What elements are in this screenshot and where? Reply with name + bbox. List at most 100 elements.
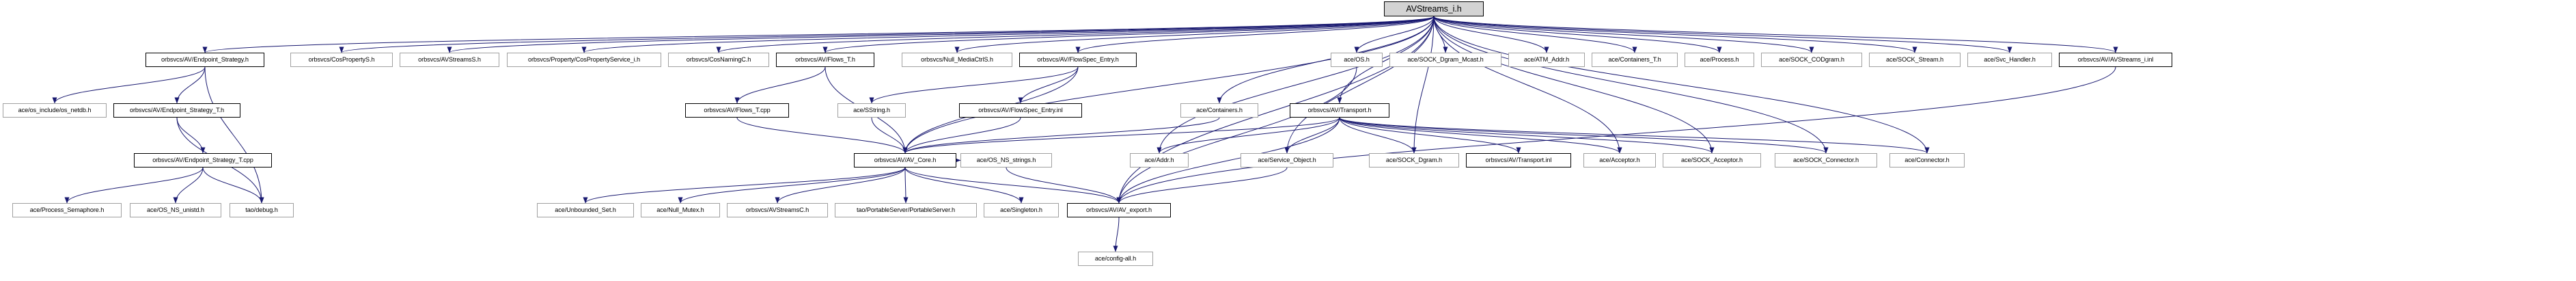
graph-node-orbsvcs-cospropertys-h[interactable]: orbsvcs/CosPropertyS.h	[290, 53, 393, 67]
edge-group	[52, 16, 2118, 252]
graph-edge	[902, 16, 1435, 154]
graph-node-orbsvcs-av-endpoint-strategy-t-h[interactable]: orbsvcs/AV/Endpoint_Strategy_T.h	[113, 103, 240, 118]
graph-node-tao-portableserver-portableserver-h[interactable]: tao/PortableServer/PortableServer.h	[835, 203, 977, 217]
graph-node-label: ace/Unbounded_Set.h	[555, 206, 616, 213]
graph-node-orbsvcs-property-cospropertyservice-i-h[interactable]: orbsvcs/Property/CosPropertyService_i.h	[507, 53, 661, 67]
graph-node-label: ace/SOCK_Connector.h	[1792, 156, 1859, 163]
graph-edge	[52, 66, 206, 104]
graph-node-avstreams-i-h[interactable]: AVStreams_i.h	[1384, 1, 1484, 16]
graph-node-label: orbsvcs/AV/AVStreams_i.inl	[2077, 55, 2154, 63]
graph-node-ace-singleton-h[interactable]: ace/Singleton.h	[984, 203, 1059, 217]
graph-edge	[1116, 66, 2116, 204]
graph-node-orbsvcs-av-avstreams-i-inl[interactable]: orbsvcs/AV/AVStreams_i.inl	[2059, 53, 2172, 67]
graph-node-label: orbsvcs/CosPropertyS.h	[308, 55, 375, 63]
graph-node-label: ace/ATM_Addr.h	[1523, 55, 1570, 63]
graph-node-orbsvcs-avstreamsc-h[interactable]: orbsvcs/AVStreamsC.h	[727, 203, 828, 217]
graph-node-ace-sock-connector-h[interactable]: ace/SOCK_Connector.h	[1775, 153, 1877, 168]
graph-edge	[1433, 16, 2118, 53]
graph-node-label: orbsvcs/AV/Flows_T.cpp	[704, 106, 771, 113]
graph-node-label: ace/Containers_T.h	[1608, 55, 1661, 63]
graph-edge	[1339, 117, 1417, 154]
graph-node-label: ace/Process_Semaphore.h	[29, 206, 105, 213]
graph-edge	[1433, 16, 1715, 154]
graph-node-label: orbsvcs/AV/Flows_T.h	[795, 55, 855, 63]
graph-edge	[1116, 66, 1357, 204]
graph-node-ace-connector-h[interactable]: ace/Connector.h	[1889, 153, 1965, 168]
graph-node-orbsvcs-cosnamingc-h[interactable]: orbsvcs/CosNamingC.h	[668, 53, 769, 67]
graph-node-ace-svc-handler-h[interactable]: ace/Svc_Handler.h	[1967, 53, 2052, 67]
graph-node-ace-atm-addr-h[interactable]: ace/ATM_Addr.h	[1508, 53, 1585, 67]
graph-edge	[871, 117, 908, 154]
graph-node-label: ace/Service_Object.h	[1258, 156, 1316, 163]
graph-edge	[736, 117, 908, 154]
graph-node-label: ace/Svc_Handler.h	[1984, 55, 2036, 63]
graph-node-orbsvcs-av-transport-inl[interactable]: orbsvcs/AV/Transport.inl	[1466, 153, 1571, 168]
graph-node-orbsvcs-av-av-core-h[interactable]: orbsvcs/AV/AV_Core.h	[854, 153, 956, 168]
graph-edge	[902, 117, 1220, 154]
graph-edge	[1339, 117, 1930, 154]
graph-edge	[904, 167, 1024, 204]
graph-node-label: orbsvcs/AV/AV_Core.h	[874, 156, 937, 163]
graph-node-ace-process-h[interactable]: ace/Process.h	[1685, 53, 1754, 67]
graph-edge	[678, 167, 906, 204]
graph-node-ace-addr-h[interactable]: ace/Addr.h	[1130, 153, 1189, 168]
graph-edge	[581, 16, 1435, 53]
graph-edge	[1433, 16, 1622, 154]
graph-node-orbsvcs-av-flowspec-entry-inl[interactable]: orbsvcs/AV/FlowSpec_Entry.inl	[959, 103, 1082, 118]
graph-node-label: orbsvcs/AV/Transport.inl	[1485, 156, 1552, 163]
graph-node-orbsvcs-null-mediactrls-h[interactable]: orbsvcs/Null_MediaCtrlS.h	[902, 53, 1012, 67]
graph-node-ace-process-semaphore-h[interactable]: ace/Process_Semaphore.h	[12, 203, 122, 217]
graph-node-label: orbsvcs/AV/FlowSpec_Entry.inl	[978, 106, 1063, 113]
graph-node-label: orbsvcs/AV/AV_export.h	[1085, 206, 1152, 213]
graph-node-label: ace/SString.h	[853, 106, 890, 113]
graph-node-orbsvcs-av-flowspec-entry-h[interactable]: orbsvcs/AV/FlowSpec_Entry.h	[1019, 53, 1137, 67]
graph-node-label: ace/SOCK_Acceptor.h	[1680, 156, 1743, 163]
graph-edge	[1433, 16, 1829, 154]
graph-node-ace-sock-stream-h[interactable]: ace/SOCK_Stream.h	[1869, 53, 1961, 67]
graph-edge	[1157, 117, 1340, 154]
graph-node-ace-unbounded-set-h[interactable]: ace/Unbounded_Set.h	[537, 203, 634, 217]
graph-edge	[583, 167, 906, 204]
graph-node-ace-acceptor-h[interactable]: ace/Acceptor.h	[1583, 153, 1656, 168]
graph-node-orbsvcs-avstreamss-h[interactable]: orbsvcs/AVStreamsS.h	[400, 53, 499, 67]
graph-node-orbsvcs-av-flows-t-h[interactable]: orbsvcs/AV/Flows_T.h	[776, 53, 874, 67]
graph-node-ace-service-object-h[interactable]: ace/Service_Object.h	[1241, 153, 1333, 168]
graph-node-ace-os-h[interactable]: ace/OS.h	[1331, 53, 1383, 67]
graph-edge	[1433, 16, 2012, 53]
graph-node-label: ace/config-all.h	[1094, 254, 1137, 262]
graph-node-ace-sock-acceptor-h[interactable]: ace/SOCK_Acceptor.h	[1663, 153, 1761, 168]
graph-node-label: orbsvcs/CosNamingC.h	[686, 55, 751, 63]
graph-node-ace-containers-h[interactable]: ace/Containers.h	[1180, 103, 1258, 118]
graph-node-ace-config-all-h[interactable]: ace/config-all.h	[1078, 252, 1153, 266]
graph-node-label: orbsvcs/AVStreamsC.h	[745, 206, 809, 213]
graph-node-label: orbsvcs/AV/Endpoint_Strategy.h	[161, 55, 249, 63]
graph-node-orbsvcs-av-endpoint-strategy-h[interactable]: orbsvcs/AV/Endpoint_Strategy.h	[146, 53, 264, 67]
graph-node-label: ace/OS.h	[1344, 55, 1370, 63]
graph-node-ace-sock-dgram-mcast-h[interactable]: ace/SOCK_Dgram_Mcast.h	[1389, 53, 1501, 67]
graph-edge	[1337, 16, 1435, 104]
graph-node-orbsvcs-av-flows-t-cpp[interactable]: orbsvcs/AV/Flows_T.cpp	[685, 103, 789, 118]
graph-edge	[903, 167, 909, 204]
graph-node-ace-containers-t-h[interactable]: ace/Containers_T.h	[1592, 53, 1678, 67]
graph-node-orbsvcs-av-endpoint-strategy-t-cpp[interactable]: orbsvcs/AV/Endpoint_Strategy_T.cpp	[134, 153, 272, 168]
graph-edge	[1113, 217, 1120, 252]
graph-node-ace-sstring-h[interactable]: ace/SString.h	[837, 103, 906, 118]
graph-node-ace-sock-codgram-h[interactable]: ace/SOCK_CODgram.h	[1761, 53, 1862, 67]
graph-node-ace-os-ns-unistd-h[interactable]: ace/OS_NS_unistd.h	[130, 203, 221, 217]
graph-edge	[1339, 117, 1622, 154]
graph-node-orbsvcs-av-av-export-h[interactable]: orbsvcs/AV/AV_export.h	[1067, 203, 1171, 217]
graph-node-label: orbsvcs/Property/CosPropertyService_i.h	[527, 55, 641, 63]
graph-edge	[869, 66, 1079, 104]
graph-node-label: orbsvcs/AVStreamsS.h	[418, 55, 481, 63]
graph-edge	[340, 16, 1435, 53]
graph-node-ace-null-mutex-h[interactable]: ace/Null_Mutex.h	[641, 203, 720, 217]
graph-node-tao-debug-h[interactable]: tao/debug.h	[230, 203, 294, 217]
graph-node-ace-sock-dgram-h[interactable]: ace/SOCK_Dgram.h	[1369, 153, 1459, 168]
graph-node-ace-os-include-os-netdb-h[interactable]: ace/os_include/os_netdb.h	[3, 103, 107, 118]
graph-edge	[203, 16, 1435, 53]
graph-edge	[1116, 167, 1288, 204]
graph-node-ace-os-ns-strings-h[interactable]: ace/OS_NS_strings.h	[960, 153, 1052, 168]
graph-node-label: ace/OS_NS_unistd.h	[146, 206, 204, 213]
graph-node-orbsvcs-av-transport-h[interactable]: orbsvcs/AV/Transport.h	[1290, 103, 1389, 118]
